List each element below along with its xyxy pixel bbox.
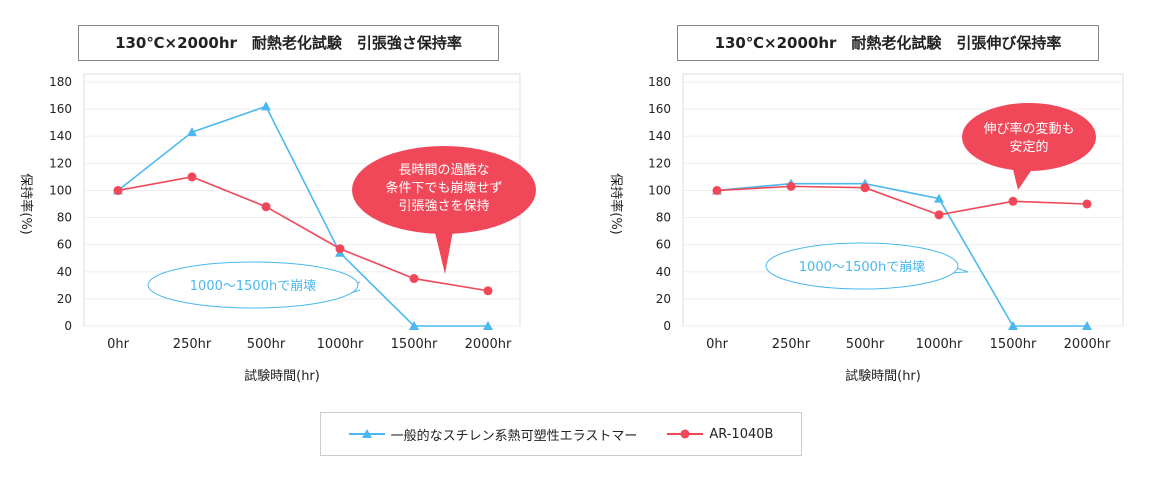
y-tick-label: 120 (648, 156, 671, 170)
y-tick-label: 100 (49, 183, 72, 197)
series-line-ar1040b (716, 185, 1088, 216)
legend-item-ar1040b: AR-1040B (667, 427, 773, 442)
data-point-triangle (187, 127, 197, 137)
x-tick-label: 1500hr (990, 337, 1037, 352)
triangle-marker-icon (348, 429, 385, 438)
callout-blue-text: 1000〜1500hで崩壊 (190, 279, 316, 294)
x-tick-label: 0hr (107, 337, 130, 352)
y-tick-label: 160 (648, 102, 671, 116)
y-tick-label: 140 (648, 129, 671, 143)
data-point-circle (1082, 199, 1092, 209)
legend-item-competitor: 一般的なスチレン系熱可塑性エラストマー (348, 425, 638, 444)
callout-blue-text: 1000〜1500hで崩壊 (799, 260, 925, 275)
y-tick-label: 140 (49, 129, 72, 143)
y-tick-label: 20 (57, 292, 72, 306)
data-point-triangle (934, 193, 944, 203)
chart-title-left: 130℃×2000hr 耐熱老化試験 引張強さ保持率 (78, 25, 499, 61)
data-point-circle (261, 202, 271, 212)
y-axis-label: 保持率(%) (18, 173, 34, 235)
data-point-circle (786, 181, 796, 191)
y-tick-label: 100 (648, 183, 671, 197)
data-point-triangle (261, 101, 271, 111)
data-point-circle (934, 210, 944, 220)
legend: 一般的なスチレン系熱可塑性エラストマー AR-1040B (320, 412, 802, 456)
x-tick-label: 500hr (846, 337, 885, 352)
callout-red (962, 103, 1096, 171)
y-tick-label: 80 (57, 211, 72, 225)
x-tick-label: 500hr (247, 337, 286, 352)
callout-red-text: 安定的 (1009, 139, 1048, 155)
circle-marker-icon (667, 429, 704, 439)
data-point-circle (187, 172, 197, 182)
callout-red (352, 146, 536, 234)
data-point-circle (1008, 196, 1018, 206)
data-point-triangle (409, 321, 419, 330)
x-tick-label: 0hr (706, 337, 729, 352)
x-tick-label: 250hr (772, 337, 811, 352)
data-point-circle (409, 274, 419, 284)
y-tick-label: 180 (648, 75, 671, 89)
x-tick-label: 250hr (173, 337, 212, 352)
y-tick-label: 160 (49, 102, 72, 116)
callout-red-text: 長時間の過酷な (398, 163, 489, 178)
y-tick-label: 60 (57, 238, 72, 252)
y-tick-label: 20 (656, 292, 671, 306)
y-tick-label: 80 (656, 211, 671, 225)
callout-red-text: 条件下でも崩壊せず (385, 180, 502, 196)
y-tick-label: 180 (49, 75, 72, 89)
x-tick-label: 1500hr (391, 337, 438, 352)
legend-label: AR-1040B (709, 426, 774, 442)
callout-red-text: 伸び率の変動も (983, 121, 1074, 137)
y-tick-label: 0 (64, 319, 72, 333)
x-axis-label: 試験時間(hr) (845, 368, 921, 384)
y-tick-label: 120 (49, 156, 72, 170)
data-point-circle (712, 185, 722, 195)
data-point-triangle (1082, 321, 1092, 330)
x-tick-label: 1000hr (916, 337, 963, 352)
legend-label: 一般的なスチレン系熱可塑性エラストマー (390, 428, 638, 444)
y-axis-label: 保持率(%) (608, 173, 624, 235)
x-tick-label: 2000hr (1064, 337, 1111, 352)
x-axis-label: 試験時間(hr) (244, 368, 320, 384)
x-tick-label: 1000hr (317, 337, 364, 352)
y-tick-label: 40 (656, 265, 671, 279)
data-point-circle (113, 185, 123, 195)
series-line-competitor (117, 105, 488, 327)
data-point-circle (483, 286, 493, 296)
data-point-triangle (483, 321, 493, 330)
y-tick-label: 0 (663, 319, 671, 333)
data-point-circle (860, 183, 870, 193)
x-tick-label: 2000hr (465, 337, 512, 352)
data-point-triangle (1008, 321, 1018, 330)
chart-title-right: 130℃×2000hr 耐熱老化試験 引張伸び保持率 (677, 25, 1099, 61)
y-tick-label: 40 (57, 265, 72, 279)
callout-tail (1012, 165, 1035, 190)
callout-red-text: 引張強さを保持 (398, 199, 489, 214)
y-tick-label: 60 (656, 238, 671, 252)
callout-blue (765, 242, 959, 290)
callout-blue (147, 261, 359, 309)
series-line-competitor (716, 182, 1087, 327)
series-line-ar1040b (117, 176, 489, 292)
data-point-circle (335, 244, 345, 254)
